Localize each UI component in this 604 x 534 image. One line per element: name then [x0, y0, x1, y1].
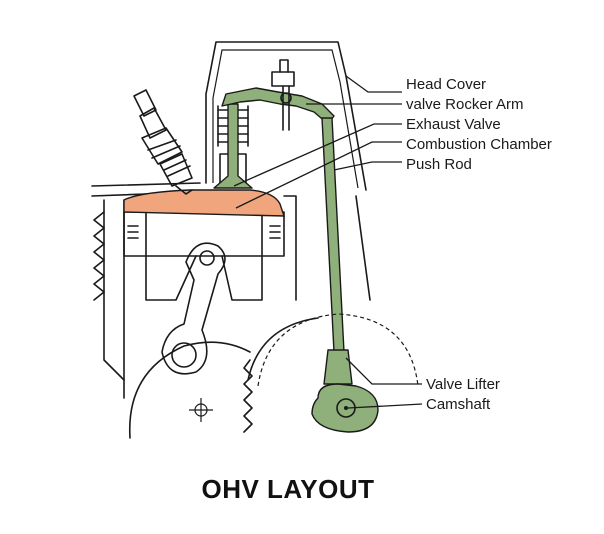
- crank-gear-teeth: [243, 359, 253, 433]
- combustion-chamber: [123, 189, 285, 217]
- label-combustion-chamber: Combustion Chamber: [406, 136, 552, 153]
- spark-plug: [133, 89, 193, 195]
- diagram-title: OHV LAYOUT: [201, 474, 374, 504]
- label-exhaust-valve: Exhaust Valve: [406, 116, 501, 133]
- cooling-fins: [93, 211, 105, 301]
- label-rocker-arm: valve Rocker Arm: [406, 96, 524, 113]
- leader-lines: [233, 75, 423, 409]
- label-head-cover: Head Cover: [406, 76, 486, 93]
- exhaust-valve: [213, 103, 253, 189]
- connecting-rod: [161, 242, 226, 375]
- cylinder-block: [123, 211, 285, 301]
- valve-lifter: [323, 349, 353, 385]
- rocker-pivot: [271, 59, 295, 131]
- push-rod: [321, 117, 345, 353]
- label-valve-lifter: Valve Lifter: [426, 376, 500, 393]
- timing-gears: [128, 313, 419, 439]
- label-push-rod: Push Rod: [406, 156, 472, 173]
- head-cover: [205, 41, 367, 191]
- camshaft: [311, 383, 379, 433]
- crank-center: [189, 398, 213, 422]
- label-camshaft: Camshaft: [426, 396, 491, 413]
